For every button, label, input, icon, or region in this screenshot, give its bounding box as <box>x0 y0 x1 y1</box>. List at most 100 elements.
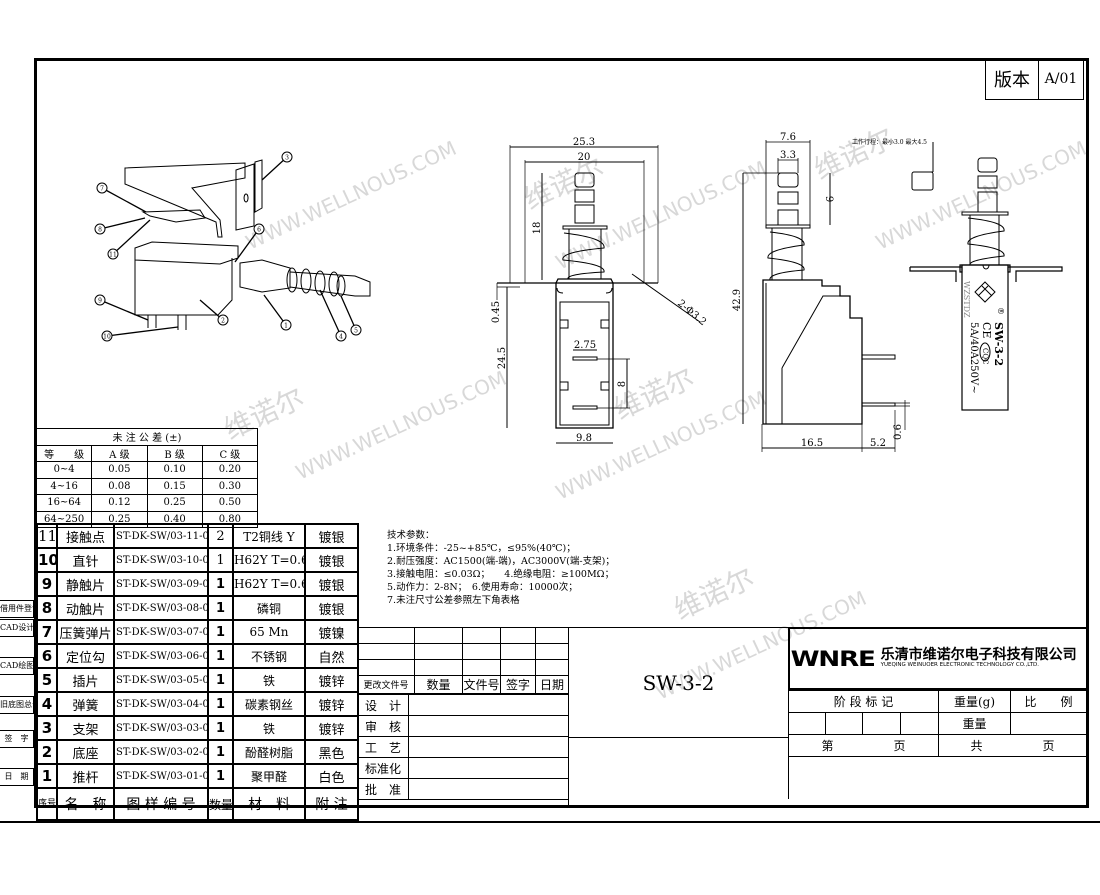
tolerance-cell: 0.10 <box>146 461 203 479</box>
stage-cell[interactable] <box>788 712 826 735</box>
callout-circle <box>94 294 106 306</box>
part-material: 铁 <box>232 715 306 741</box>
role-label: 审 核 <box>357 715 409 737</box>
side-label: 日 期 <box>0 768 34 786</box>
tolerance-cell: 0.12 <box>91 494 148 512</box>
callout-circle <box>280 319 292 331</box>
terminal-slot <box>572 356 598 361</box>
part-qty: 1 <box>207 691 234 717</box>
part-material: 65 Mn <box>232 619 306 645</box>
tolerance-header: A 级 <box>91 444 148 462</box>
role-signature[interactable] <box>408 736 569 758</box>
part-qty: 1 <box>207 763 234 789</box>
tolerance-cell: 16~64 <box>35 494 93 512</box>
callout-circle <box>350 324 362 336</box>
rev-header: 日期 <box>535 675 569 694</box>
part-qty: 1 <box>207 643 234 669</box>
header-code: 图 样 编 号 <box>113 787 209 821</box>
part-no: 8 <box>36 595 58 621</box>
watermark-cn: 维诺尔 <box>669 561 759 626</box>
spring-coil <box>328 271 340 297</box>
part-code: ST-DK-SW/03-02-00 <box>113 739 209 765</box>
role-label: 设 计 <box>357 694 409 716</box>
tolerance-cell: 0.20 <box>201 461 259 479</box>
part-note: 镀银 <box>304 523 359 549</box>
part-qty: 1 <box>207 547 234 573</box>
callout-number: 11 <box>109 252 117 259</box>
part-qty: 1 <box>207 595 234 621</box>
blank-cell <box>568 738 788 805</box>
header-name: 名 称 <box>56 787 115 821</box>
part-note: 白色 <box>304 763 359 789</box>
callout-circle <box>217 314 229 326</box>
tech-line: 2.耐压强度：AC1500(端-端)，AC3000V(端-支架)； <box>387 556 615 567</box>
part-code: ST-DK-SW/03-07-00 <box>113 619 209 645</box>
part-no: 7 <box>36 619 58 645</box>
stage-cell[interactable] <box>825 712 863 735</box>
part-code: ST-DK-SW/03-03-00 <box>113 715 209 741</box>
plunger-cap <box>977 157 998 173</box>
stage-cell[interactable] <box>862 712 901 735</box>
callout-5: 5 <box>350 324 362 336</box>
plunger-cap <box>574 172 595 188</box>
switch-body <box>762 279 863 425</box>
terminal-pins <box>862 354 896 407</box>
watermark-cn: 维诺尔 <box>809 121 899 186</box>
callout-1: 1 <box>280 319 292 331</box>
tolerance-cell: 0.15 <box>146 477 203 495</box>
part-name: 压簧弹片 <box>56 619 115 645</box>
header-qty: 数量 <box>207 787 234 821</box>
bracket-part <box>124 162 246 238</box>
part-material: T2铜线 Y <box>232 523 306 549</box>
dimension-lines <box>742 173 895 449</box>
spring-coil <box>286 267 298 293</box>
tech-line: 7.未注尺寸公差参照左下角表格 <box>387 595 520 606</box>
part-qty: 1 <box>207 619 234 645</box>
part-note: 镀镍 <box>304 619 359 645</box>
callout-6: 6 <box>253 223 265 235</box>
part-name: 推杆 <box>56 763 115 789</box>
role-signature[interactable] <box>408 715 569 737</box>
dim-label: 0.45 <box>491 301 502 323</box>
mounting-flange <box>909 264 1063 282</box>
switch-body <box>555 282 614 429</box>
stage-cell[interactable] <box>899 712 940 735</box>
dim-label: 3.3 <box>780 150 796 161</box>
terminal-slot <box>572 405 598 410</box>
role-signature[interactable] <box>408 778 569 800</box>
dim-label: 7.6 <box>780 132 796 143</box>
side-label: CAD绘图 <box>0 657 34 675</box>
dimension-lines <box>506 173 701 444</box>
company-logo: WNRE <box>790 646 876 671</box>
drawing-title-cell: SW-3-2 <box>568 627 788 738</box>
side-label: 签 字 <box>0 730 34 748</box>
part-code: ST-DK-SW/03-09-00 <box>113 571 209 597</box>
callout-number: 3 <box>285 155 289 162</box>
watermark-url: WWW.WELLNOUS.COM <box>872 136 1090 255</box>
tolerance-cell: 0.05 <box>91 461 148 479</box>
plunger-washer <box>961 211 1009 216</box>
role-signature[interactable] <box>408 757 569 779</box>
ce-marking: CE <box>980 322 993 338</box>
plunger-washer <box>562 225 608 230</box>
version-label: 版本 <box>985 58 1039 100</box>
part-name: 支架 <box>56 715 115 741</box>
part-note: 镀锌 <box>304 691 359 717</box>
role-label: 标准化 <box>357 757 409 779</box>
tolerance-cell: 0~4 <box>35 461 93 479</box>
part-code: ST-DK-SW/03-10-00 <box>113 547 209 573</box>
part-qty: 1 <box>207 667 234 693</box>
tolerance-header: C 级 <box>201 444 259 462</box>
stage-table: 阶 段 标 记 重量(g) 比 例 重量 第 页 共 页 <box>787 690 1088 799</box>
blank-cell <box>787 756 1087 799</box>
watermark-cn: 维诺尔 <box>609 361 699 426</box>
role-signature[interactable] <box>408 694 569 716</box>
leader-lines <box>99 156 357 337</box>
scale-value[interactable] <box>1010 712 1088 735</box>
dim-label: 5.2 <box>870 438 886 449</box>
part-no: 5 <box>36 667 58 693</box>
part-material: 聚甲醛 <box>232 763 306 789</box>
